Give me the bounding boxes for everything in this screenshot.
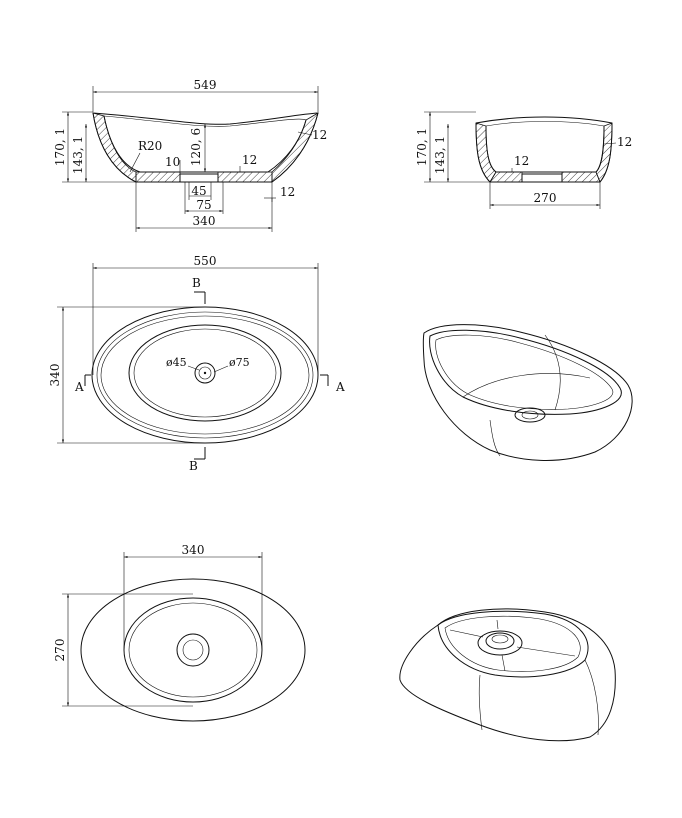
isometric-view-bottom <box>399 608 616 742</box>
front-wall-label: 12 <box>312 128 327 142</box>
front-drain-label: 45 <box>191 184 206 198</box>
section-b-top: B <box>192 276 201 290</box>
section-a-left: A <box>74 380 84 394</box>
side-height-total-label: 170, 1 <box>415 128 429 166</box>
front-bottom-thk-label: 10 <box>165 155 180 169</box>
top-height-label: 340 <box>48 364 62 387</box>
top-view: 550 340 B B A A ø45 ø75 <box>48 254 345 473</box>
front-drain-outer-label: 75 <box>196 198 211 212</box>
side-height-inner-label: 143, 1 <box>433 136 447 174</box>
front-width-label: 549 <box>194 78 217 92</box>
front-section-view: 549 170, 1 143, 1 120, 6 R20 12 10 12 45… <box>53 78 327 232</box>
front-base-width-label: 340 <box>193 214 216 228</box>
bottom-height-label: 270 <box>53 639 67 662</box>
front-floor-thk-label: 12 <box>242 153 257 167</box>
front-height-inner-label: 143, 1 <box>71 136 85 174</box>
bottom-width-label: 340 <box>182 543 205 557</box>
side-floor-label: 12 <box>514 154 529 168</box>
top-width-label: 550 <box>194 254 217 268</box>
section-b-bottom: B <box>189 459 198 473</box>
isometric-view-top <box>422 324 633 461</box>
front-radius-label: R20 <box>138 139 162 153</box>
drain-outer-label: ø75 <box>229 356 250 369</box>
side-base-width-label: 270 <box>534 191 557 205</box>
bottom-view: 340 270 <box>53 543 306 722</box>
side-section-view: 170, 1 143, 1 12 12 270 <box>415 111 632 209</box>
front-base-gap-label: 12 <box>280 185 295 199</box>
section-a-right: A <box>335 380 345 394</box>
front-height-total-label: 170, 1 <box>53 128 67 166</box>
side-wall-label: 12 <box>617 135 632 149</box>
front-depth-label: 120, 6 <box>189 128 203 166</box>
drain-inner-label: ø45 <box>166 356 187 369</box>
